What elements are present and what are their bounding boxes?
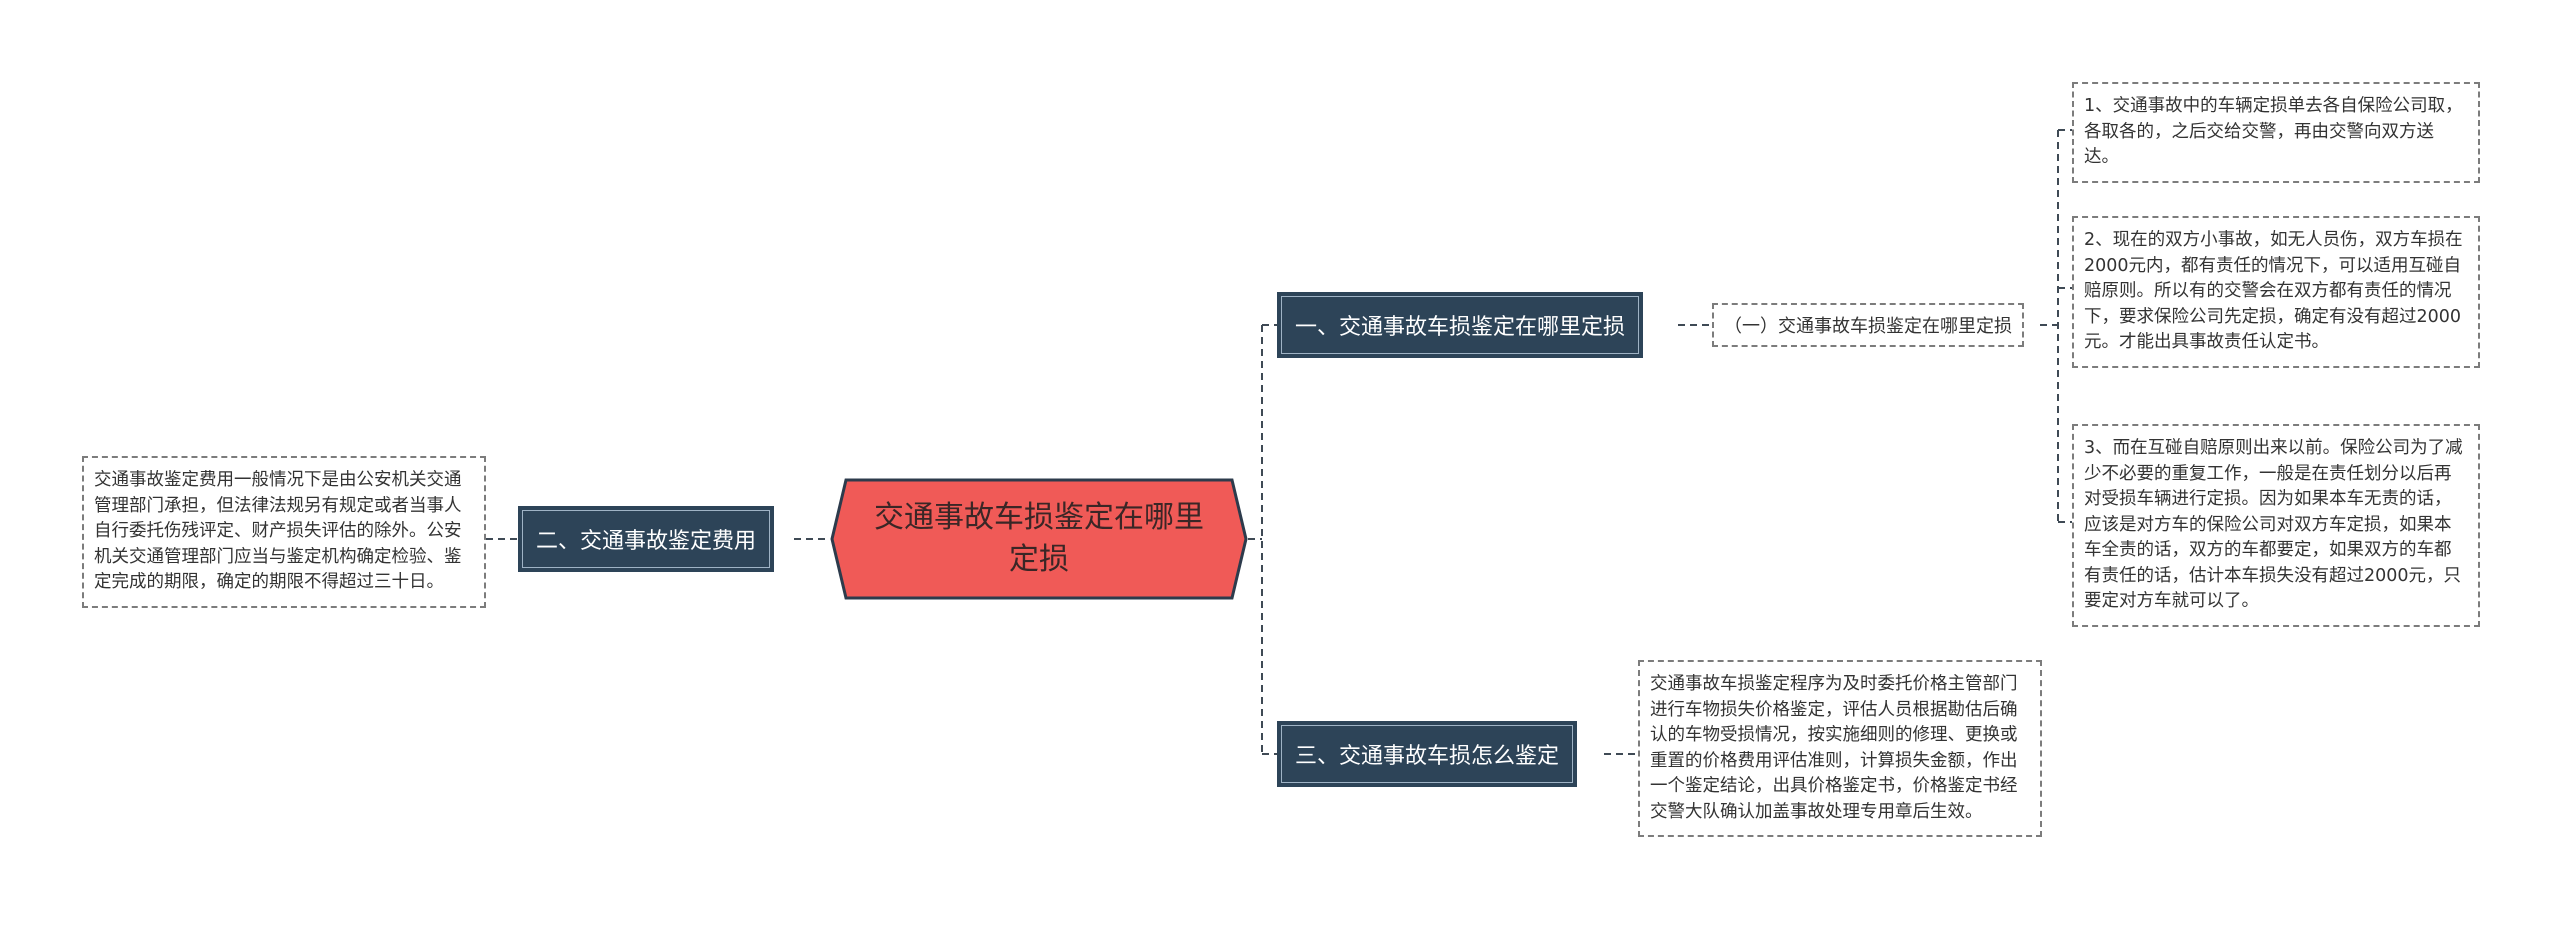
link-sub-items	[2040, 129, 2072, 523]
detail-assessment-fee-text: 交通事故鉴定费用一般情况下是由公安机关交通管理部门承担，但法律法规另有规定或者当…	[94, 470, 462, 592]
detail-item-1[interactable]: 1、交通事故中的车辆定损单去各自保险公司取，各取各的，之后交给交警，再由交警向双…	[2072, 82, 2480, 183]
subtopic-where-assessed[interactable]: （一）交通事故车损鉴定在哪里定损	[1712, 303, 2024, 347]
detail-how-assessed-text: 交通事故车损鉴定程序为及时委托价格主管部门进行车物损失价格鉴定，评估人员根据勘估…	[1650, 674, 2018, 822]
detail-item-2-text: 2、现在的双方小事故，如无人员伤，双方车损在2000元内，都有责任的情况下，可以…	[2084, 230, 2463, 352]
detail-assessment-fee[interactable]: 交通事故鉴定费用一般情况下是由公安机关交通管理部门承担，但法律法规另有规定或者当…	[82, 456, 486, 608]
link-right-trunk	[1261, 324, 1281, 755]
detail-item-2[interactable]: 2、现在的双方小事故，如无人员伤，双方车损在2000元内，都有责任的情况下，可以…	[2072, 216, 2480, 368]
branch-where-assessed-label: 一、交通事故车损鉴定在哪里定损	[1295, 315, 1626, 340]
central-topic-shape	[830, 478, 1248, 600]
detail-item-3[interactable]: 3、而在互碰自赔原则出来以前。保险公司为了减少不必要的重复工作，一般是在责任划分…	[2072, 424, 2480, 627]
branch-how-assessed[interactable]: 三、交通事故车损怎么鉴定	[1281, 725, 1574, 783]
branch-how-assessed-label: 三、交通事故车损怎么鉴定	[1295, 744, 1560, 769]
central-topic[interactable]: 交通事故车损鉴定在哪里定损	[830, 478, 1248, 600]
detail-how-assessed[interactable]: 交通事故车损鉴定程序为及时委托价格主管部门进行车物损失价格鉴定，评估人员根据勘估…	[1638, 660, 2042, 837]
detail-item-1-text: 1、交通事故中的车辆定损单去各自保险公司取，各取各的，之后交给交警，再由交警向双…	[2084, 96, 2463, 167]
branch-where-assessed[interactable]: 一、交通事故车损鉴定在哪里定损	[1281, 296, 1640, 354]
branch-assessment-fee[interactable]: 二、交通事故鉴定费用	[522, 510, 771, 568]
branch-assessment-fee-label: 二、交通事故鉴定费用	[536, 529, 757, 554]
central-topic-label: 交通事故车损鉴定在哪里定损	[874, 500, 1204, 577]
detail-item-3-text: 3、而在互碰自赔原则出来以前。保险公司为了减少不必要的重复工作，一般是在责任划分…	[2084, 438, 2463, 611]
subtopic-where-assessed-label: （一）交通事故车损鉴定在哪里定损	[1724, 316, 2012, 337]
